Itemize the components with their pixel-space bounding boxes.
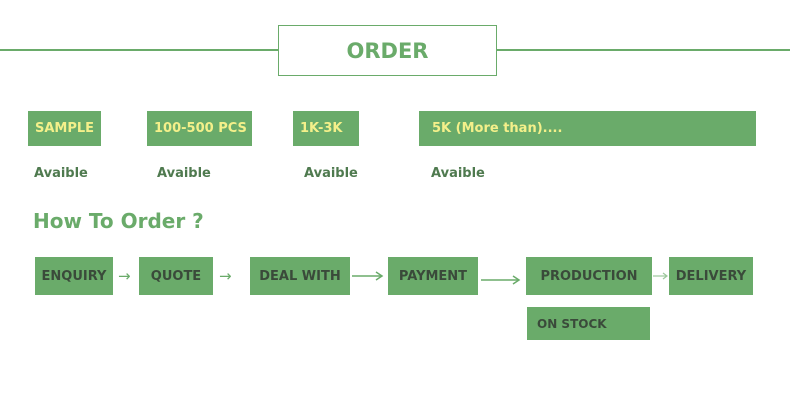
arrow-right-icon: → — [219, 267, 232, 285]
step-deal-with: DEAL WITH — [250, 257, 350, 295]
header-rule-right — [497, 49, 790, 51]
step-payment: PAYMENT — [388, 257, 478, 295]
page-title: ORDER — [278, 25, 497, 76]
arrow-right-icon — [653, 272, 668, 280]
availability-sample: Avaible — [34, 166, 88, 181]
arrow-right-icon — [481, 272, 521, 291]
arrow-right-icon — [653, 268, 669, 287]
availability-100-500: Avaible — [157, 166, 211, 181]
step-enquiry: ENQUIRY — [35, 257, 113, 295]
quantity-badge-sample: SAMPLE — [28, 111, 101, 146]
quantity-badge-5k-plus: 5K (More than).... — [419, 111, 756, 146]
step-quote: QUOTE — [139, 257, 213, 295]
on-stock-badge: ON STOCK — [527, 307, 650, 340]
step-delivery: DELIVERY — [669, 257, 753, 295]
arrow-right-icon: → — [118, 267, 131, 285]
header-rule-left — [0, 49, 278, 51]
arrow-right-icon — [352, 268, 384, 287]
quantity-badge-1k-3k: 1K-3K — [293, 111, 359, 146]
how-to-order-heading: How To Order ? — [33, 209, 204, 233]
arrow-right-icon — [352, 271, 384, 281]
arrow-right-icon — [481, 275, 521, 285]
availability-1k-3k: Avaible — [304, 166, 358, 181]
quantity-badge-100-500: 100-500 PCS — [147, 111, 252, 146]
step-production: PRODUCTION — [526, 257, 652, 295]
availability-5k-plus: Avaible — [431, 166, 485, 181]
